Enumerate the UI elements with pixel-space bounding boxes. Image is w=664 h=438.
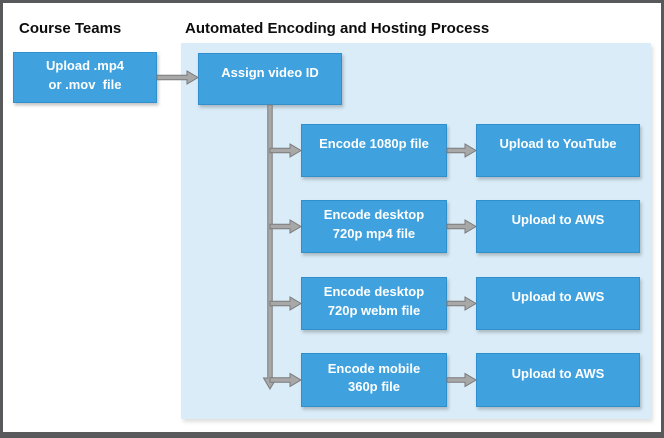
flow-box-encode-1080p: Encode 1080p file bbox=[301, 124, 447, 177]
flow-box-label: Encode desktop 720p mp4 file bbox=[323, 207, 425, 241]
flow-box-upload-source: Upload .mp4 or .mov file bbox=[13, 52, 157, 103]
section-heading-automated-process: Automated Encoding and Hosting Process bbox=[185, 20, 490, 37]
flow-box-label: Upload to YouTube bbox=[499, 136, 617, 152]
flow-box-label: Upload to AWS bbox=[511, 365, 605, 381]
flow-box-label: Upload .mp4 or .mov file bbox=[45, 58, 124, 92]
flow-box-upload-aws-2: Upload to AWS bbox=[476, 277, 640, 330]
flow-box-upload-aws-3: Upload to AWS bbox=[476, 353, 640, 407]
flow-box-label: Encode desktop 720p webm file bbox=[323, 284, 425, 318]
flow-box-label: Encode 1080p file bbox=[319, 136, 429, 152]
flow-box-encode-720p-mp4: Encode desktop 720p mp4 file bbox=[301, 200, 447, 253]
flow-box-label: Encode mobile 360p file bbox=[327, 360, 421, 395]
flow-box-encode-360p: Encode mobile 360p file bbox=[301, 353, 447, 407]
flow-box-upload-aws-1: Upload to AWS bbox=[476, 200, 640, 253]
flow-box-assign-video-id: Assign video ID bbox=[198, 53, 342, 105]
flow-box-encode-720p-webm: Encode desktop 720p webm file bbox=[301, 277, 447, 330]
flow-box-label: Upload to AWS bbox=[511, 212, 605, 228]
column-heading-course-teams: Course Teams bbox=[19, 20, 122, 37]
flow-box-label: Assign video ID bbox=[221, 64, 319, 80]
flow-box-upload-youtube: Upload to YouTube bbox=[476, 124, 640, 177]
flow-box-label: Upload to AWS bbox=[511, 289, 605, 305]
